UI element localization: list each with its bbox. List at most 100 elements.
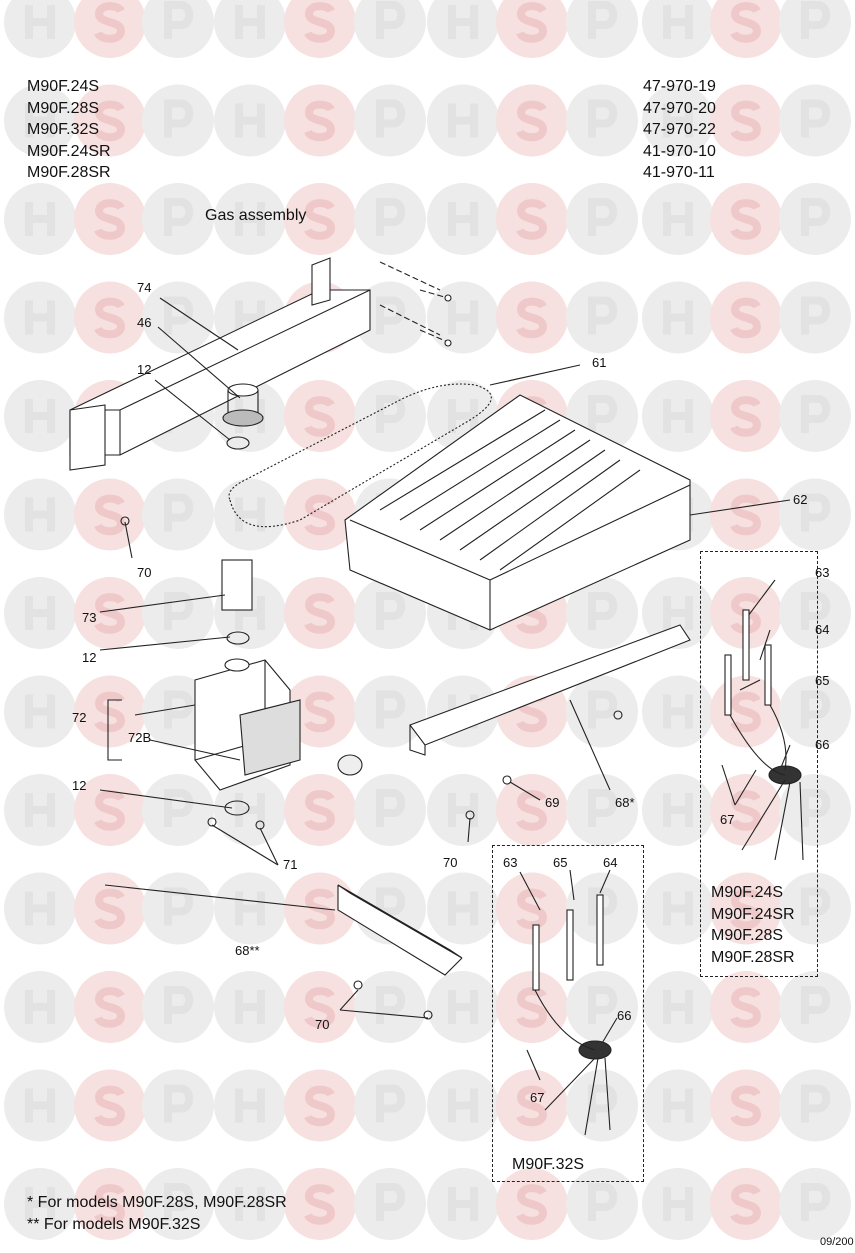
injector-group xyxy=(228,383,492,528)
model-name: M90F.28SR xyxy=(27,164,111,181)
watermark-circle xyxy=(496,0,568,58)
watermark-glyph xyxy=(801,1084,831,1123)
watermark-glyph xyxy=(730,987,762,1028)
watermark-glyph xyxy=(25,399,55,433)
callout-63: 63 xyxy=(815,565,830,580)
watermark-glyph xyxy=(235,497,265,532)
callout-65: 65 xyxy=(815,673,830,688)
watermark-glyph xyxy=(235,5,265,39)
watermark-glyph xyxy=(25,891,55,926)
callout-72b: 72B xyxy=(128,730,152,745)
watermark-glyph xyxy=(25,596,55,630)
watermark-glyph xyxy=(730,1184,762,1225)
variant-models-24-28: M90F.24S M90F.24SR M90F.28S M90F.28SR xyxy=(711,882,795,968)
gas-valve xyxy=(194,658,363,791)
watermark-glyph xyxy=(801,690,831,729)
watermark-glyph xyxy=(164,592,194,630)
watermark-glyph xyxy=(304,2,336,43)
watermark-glyph xyxy=(663,202,693,236)
watermark-glyph xyxy=(663,793,693,827)
callout-64: 64 xyxy=(603,855,618,870)
watermark-glyph xyxy=(588,887,618,926)
watermark-glyph xyxy=(448,202,478,236)
watermark-glyph xyxy=(448,1088,478,1123)
watermark-glyph xyxy=(730,199,762,240)
watermark-glyph xyxy=(730,494,762,536)
callout-66: 66 xyxy=(815,737,830,752)
watermark-circle xyxy=(284,0,356,58)
callout-72: 72 xyxy=(72,710,87,725)
watermark-glyph xyxy=(376,296,406,335)
watermark-glyph xyxy=(164,493,194,532)
watermark-glyph xyxy=(304,100,336,142)
model-list: M90F.24S M90F.28S M90F.32S M90F.24SR M90… xyxy=(27,76,111,184)
callout-62: 62 xyxy=(793,492,808,507)
watermark-circle xyxy=(214,0,286,58)
watermark-glyph xyxy=(376,1084,406,1123)
callout-46: 46 xyxy=(137,315,152,330)
watermark-glyph xyxy=(801,789,831,827)
electrodes-bottom xyxy=(532,894,612,1136)
watermark-glyph xyxy=(801,592,831,630)
model-name: M90F.28S xyxy=(27,99,100,117)
watermark-glyph xyxy=(25,793,55,827)
watermark-glyph xyxy=(94,297,126,339)
watermark-glyph xyxy=(663,891,693,926)
watermark-glyph xyxy=(25,497,55,532)
watermark-glyph xyxy=(94,1085,126,1127)
watermark-glyph xyxy=(94,1184,126,1225)
watermark-glyph xyxy=(801,395,831,433)
part-code: 47-970-20 xyxy=(643,99,716,117)
watermark-glyph xyxy=(94,199,126,240)
callout-73: 73 xyxy=(82,610,97,625)
watermark-glyph xyxy=(164,887,194,926)
watermark-glyph xyxy=(164,99,194,138)
watermark-glyph xyxy=(94,2,126,43)
variant-box-24-28 xyxy=(700,551,818,977)
watermark-glyph xyxy=(94,888,126,930)
watermark-glyph xyxy=(304,396,336,437)
watermark-glyph xyxy=(235,891,265,926)
callout-70: 70 xyxy=(137,565,152,580)
callout-71: 71 xyxy=(283,857,298,872)
watermark-glyph xyxy=(516,1184,548,1225)
watermark-glyph xyxy=(25,1187,55,1221)
callout-64: 64 xyxy=(815,622,830,637)
watermark-glyph xyxy=(164,198,194,236)
watermark-glyph xyxy=(730,396,762,437)
watermark-glyph xyxy=(235,990,265,1024)
callout-68-double-star: 68** xyxy=(235,943,260,958)
watermark-glyph xyxy=(25,103,55,138)
watermark-glyph xyxy=(448,103,478,138)
watermark-glyph xyxy=(376,99,406,138)
watermark-circle xyxy=(642,0,714,58)
callout-69: 69 xyxy=(545,795,560,810)
callout-70: 70 xyxy=(443,855,458,870)
part-code: 47-970-19 xyxy=(643,78,716,95)
part-code: 41-970-10 xyxy=(643,142,716,160)
watermark-glyph xyxy=(94,593,126,634)
watermark-glyph xyxy=(663,103,693,138)
watermark-glyph xyxy=(164,1,194,39)
watermark-glyph xyxy=(25,694,55,729)
watermark-glyph xyxy=(164,1183,194,1221)
watermark-glyph xyxy=(448,990,478,1024)
watermark-glyph xyxy=(730,2,762,43)
watermark-glyph xyxy=(516,1085,548,1127)
callout-61: 61 xyxy=(592,355,607,370)
watermark-glyph xyxy=(25,1088,55,1123)
model-name: M90F.28S xyxy=(711,927,784,944)
watermark-glyph xyxy=(25,300,55,335)
watermark-glyph xyxy=(376,1,406,39)
watermark-glyph xyxy=(588,296,618,335)
watermark-glyph xyxy=(376,198,406,236)
watermark-glyph xyxy=(801,493,831,532)
watermark-glyph xyxy=(588,99,618,138)
watermark-circle xyxy=(74,0,146,58)
watermark-glyph xyxy=(376,690,406,729)
variant-box-32 xyxy=(492,845,644,1182)
watermark-glyph xyxy=(235,1088,265,1123)
watermark-glyph xyxy=(663,399,693,433)
watermark-glyph xyxy=(801,986,831,1024)
